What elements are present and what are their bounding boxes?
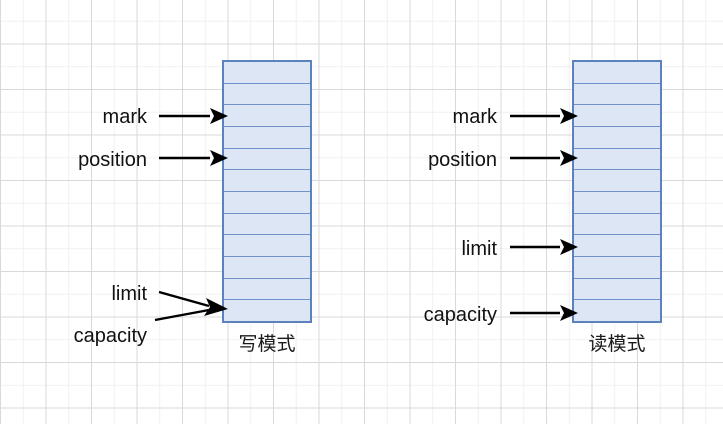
buffer-cell — [574, 278, 660, 301]
buffer-cell — [224, 127, 310, 149]
arrow-capacity-write — [154, 308, 210, 322]
mode-caption-read: 读模式 — [588, 333, 646, 355]
label-position-write: position — [78, 149, 147, 171]
arrow-position-write — [159, 150, 228, 166]
buffer-cell — [224, 83, 310, 106]
buffer-cell — [574, 83, 660, 106]
buffer-cell — [224, 148, 310, 171]
arrow-mark-read — [510, 108, 578, 124]
buffer-cell — [574, 127, 660, 149]
buffer-cell — [224, 62, 310, 84]
buffer-cell — [574, 170, 660, 193]
label-mark-read: mark — [452, 106, 497, 128]
buffer-cell — [574, 213, 660, 236]
label-capacity-write: capacity — [73, 325, 147, 347]
buffer-cell — [574, 62, 660, 84]
buffer-cell — [224, 105, 310, 128]
arrow-mark-write — [159, 108, 228, 124]
buffer-cell — [224, 257, 310, 279]
label-mark-write: mark — [102, 106, 147, 128]
label-limit-write: limit — [111, 283, 147, 305]
buffer-column-read-mode — [572, 60, 662, 323]
buffer-column-write-mode — [222, 60, 312, 323]
label-position-read: position — [428, 149, 497, 171]
buffer-cell — [224, 213, 310, 236]
buffer-cell — [574, 148, 660, 171]
buffer-cell — [224, 278, 310, 301]
buffer-cell — [574, 300, 660, 322]
buffer-cell — [574, 192, 660, 214]
buffer-cell — [224, 235, 310, 258]
buffer-cell — [224, 170, 310, 193]
arrow-capacity-read — [510, 305, 578, 321]
buffer-cell — [574, 105, 660, 128]
arrow-limit-write — [158, 290, 228, 316]
mode-caption-write: 写模式 — [238, 333, 296, 355]
arrow-limit-read — [510, 239, 578, 255]
label-capacity-read: capacity — [423, 304, 497, 326]
label-limit-read: limit — [461, 238, 497, 260]
buffer-cell — [224, 300, 310, 322]
buffer-cell — [574, 257, 660, 279]
buffer-cell — [574, 235, 660, 258]
arrow-position-read — [510, 150, 578, 166]
buffer-cell — [224, 192, 310, 214]
